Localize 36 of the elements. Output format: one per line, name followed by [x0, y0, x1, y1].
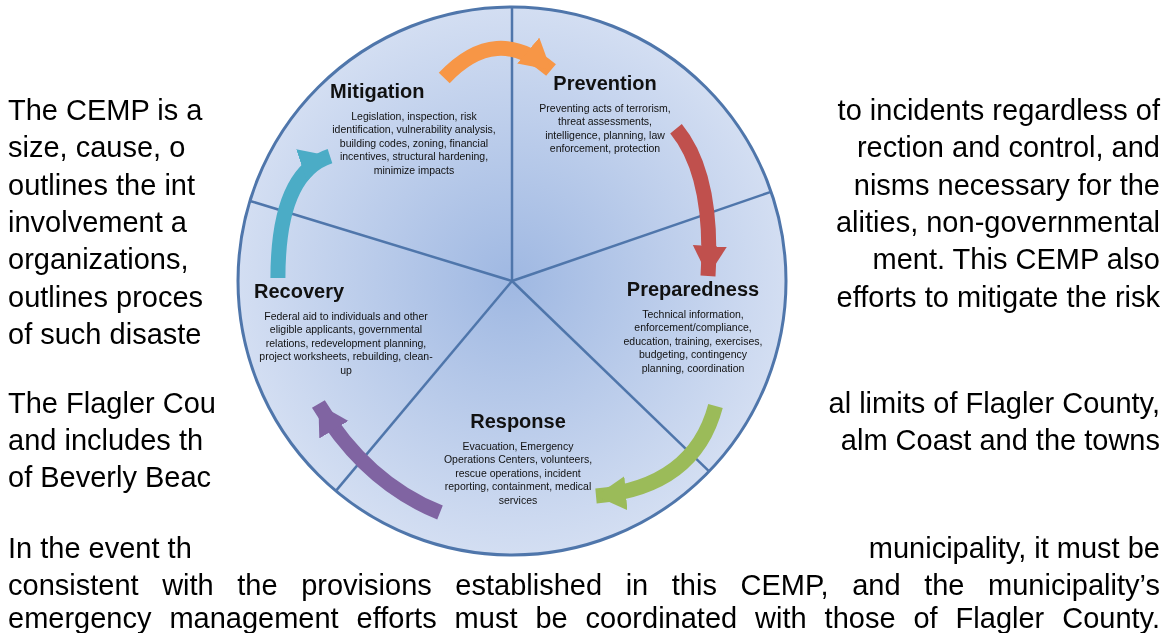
- body-text: alities, non-governmental: [836, 205, 1160, 240]
- cycle-arrow: [670, 124, 727, 277]
- body-text: nisms necessary for the: [853, 168, 1160, 203]
- cycle-arrow: [595, 403, 723, 510]
- stage-heading: Recovery: [254, 279, 346, 304]
- stage-description: Technical information, enforcement/compliance, education, training, exercises, budgeting, contingency planning, coordination: [622, 308, 764, 376]
- body-text: and includes th: [8, 423, 204, 458]
- body-text: of such disaste: [8, 317, 202, 352]
- body-text: size, cause, o: [8, 130, 186, 165]
- body-text: outlines the int: [8, 168, 195, 203]
- body-text: efforts to mitigate the risk: [836, 280, 1160, 315]
- cycle-arrow: [312, 400, 443, 520]
- stage-description: Preventing acts of terrorism, threat assessments, intelligence, planning, law enforcement, protection: [538, 102, 672, 156]
- body-text: al limits of Flagler County,: [828, 386, 1160, 421]
- cycle-arrow: [270, 149, 333, 279]
- body-text: alm Coast and the towns: [840, 423, 1160, 458]
- body-text: involvement a: [8, 205, 187, 240]
- cycle-circle: [236, 5, 788, 557]
- body-text: ment. This CEMP also: [872, 242, 1160, 277]
- body-text: consistent with the provisions established in this CEMP, and the municipality’s: [8, 568, 1160, 603]
- body-text: municipality, it must be: [868, 531, 1160, 566]
- body-text: The CEMP is a: [8, 93, 203, 128]
- body-text: In the event th: [8, 531, 192, 566]
- stage-heading: Mitigation: [330, 79, 426, 104]
- body-text: outlines proces: [8, 280, 204, 315]
- body-text: The Flagler Cou: [8, 386, 216, 421]
- body-text: organizations,: [8, 242, 189, 277]
- stage-heading: Preparedness: [625, 277, 761, 302]
- body-text: of Beverly Beac: [8, 460, 212, 495]
- stage-heading: Prevention: [552, 71, 658, 96]
- stage-description: Legislation, inspection, risk identification, vulnerability analysis, building codes, zoning, financial incentives, structural hardening, minimize impacts: [331, 110, 497, 178]
- stage-heading: Response: [469, 409, 567, 434]
- body-text: to incidents regardless of: [837, 93, 1160, 128]
- body-text: rection and control, and: [856, 130, 1160, 165]
- stage-description: Evacuation, Emergency Operations Centers, volunteers, rescue operations, incident reporting, containment, medical services: [442, 440, 594, 508]
- stage-description: Federal aid to individuals and other eligible applicants, governmental relations, redevelopment planning, project worksheets, rebuilding, clean-up: [258, 310, 434, 378]
